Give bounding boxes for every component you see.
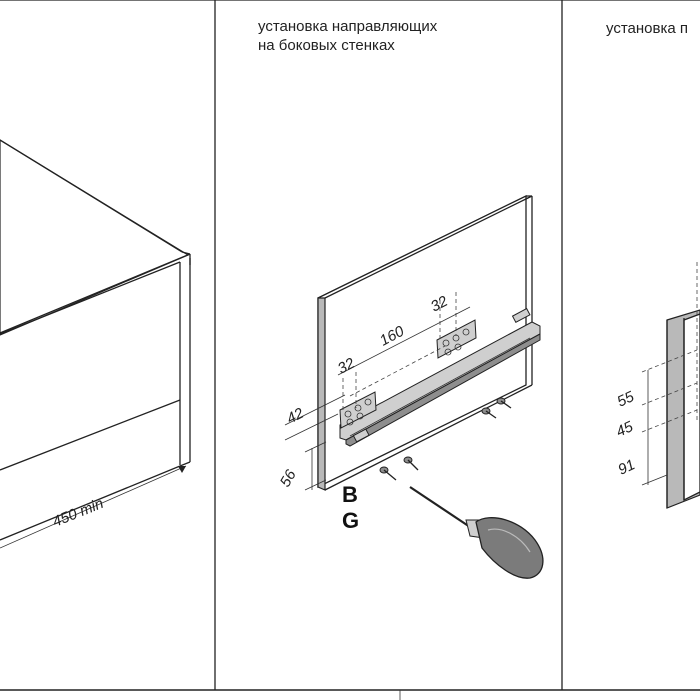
letter-g: G	[342, 508, 359, 533]
left-panel-cabinet: 450 min	[0, 139, 191, 549]
middle-panel: установка направляющих на боковых стенка…	[258, 18, 544, 579]
mounting-bracket-left	[339, 391, 377, 429]
mounting-bracket-right	[436, 319, 477, 359]
dimension-450-label: 450 min	[50, 495, 106, 531]
caption-line-1: установка направляющих	[258, 18, 438, 35]
letter-b: B	[342, 482, 358, 507]
dim-55: 55	[615, 388, 638, 411]
screw-4	[403, 456, 419, 471]
screw-1	[481, 407, 497, 419]
dim-32-left: 32	[335, 354, 358, 377]
right-caption-line-1: установка п	[606, 20, 688, 37]
dim-42: 42	[284, 404, 307, 427]
right-side-wall	[666, 262, 700, 509]
dim-32-right: 32	[428, 292, 451, 315]
right-dimension-lines	[641, 349, 698, 486]
screw-2	[496, 397, 512, 409]
dimension-lines	[284, 292, 471, 491]
dim-91: 91	[616, 456, 638, 478]
dim-45: 45	[614, 418, 637, 441]
right-panel: установка п 55 45 91	[606, 20, 700, 509]
dim-56: 56	[277, 466, 300, 490]
drawer-runner	[339, 307, 541, 447]
screwdriver-icon	[409, 486, 544, 579]
screw-3	[379, 466, 397, 481]
caption-line-2: на боковых стенках	[258, 37, 395, 54]
